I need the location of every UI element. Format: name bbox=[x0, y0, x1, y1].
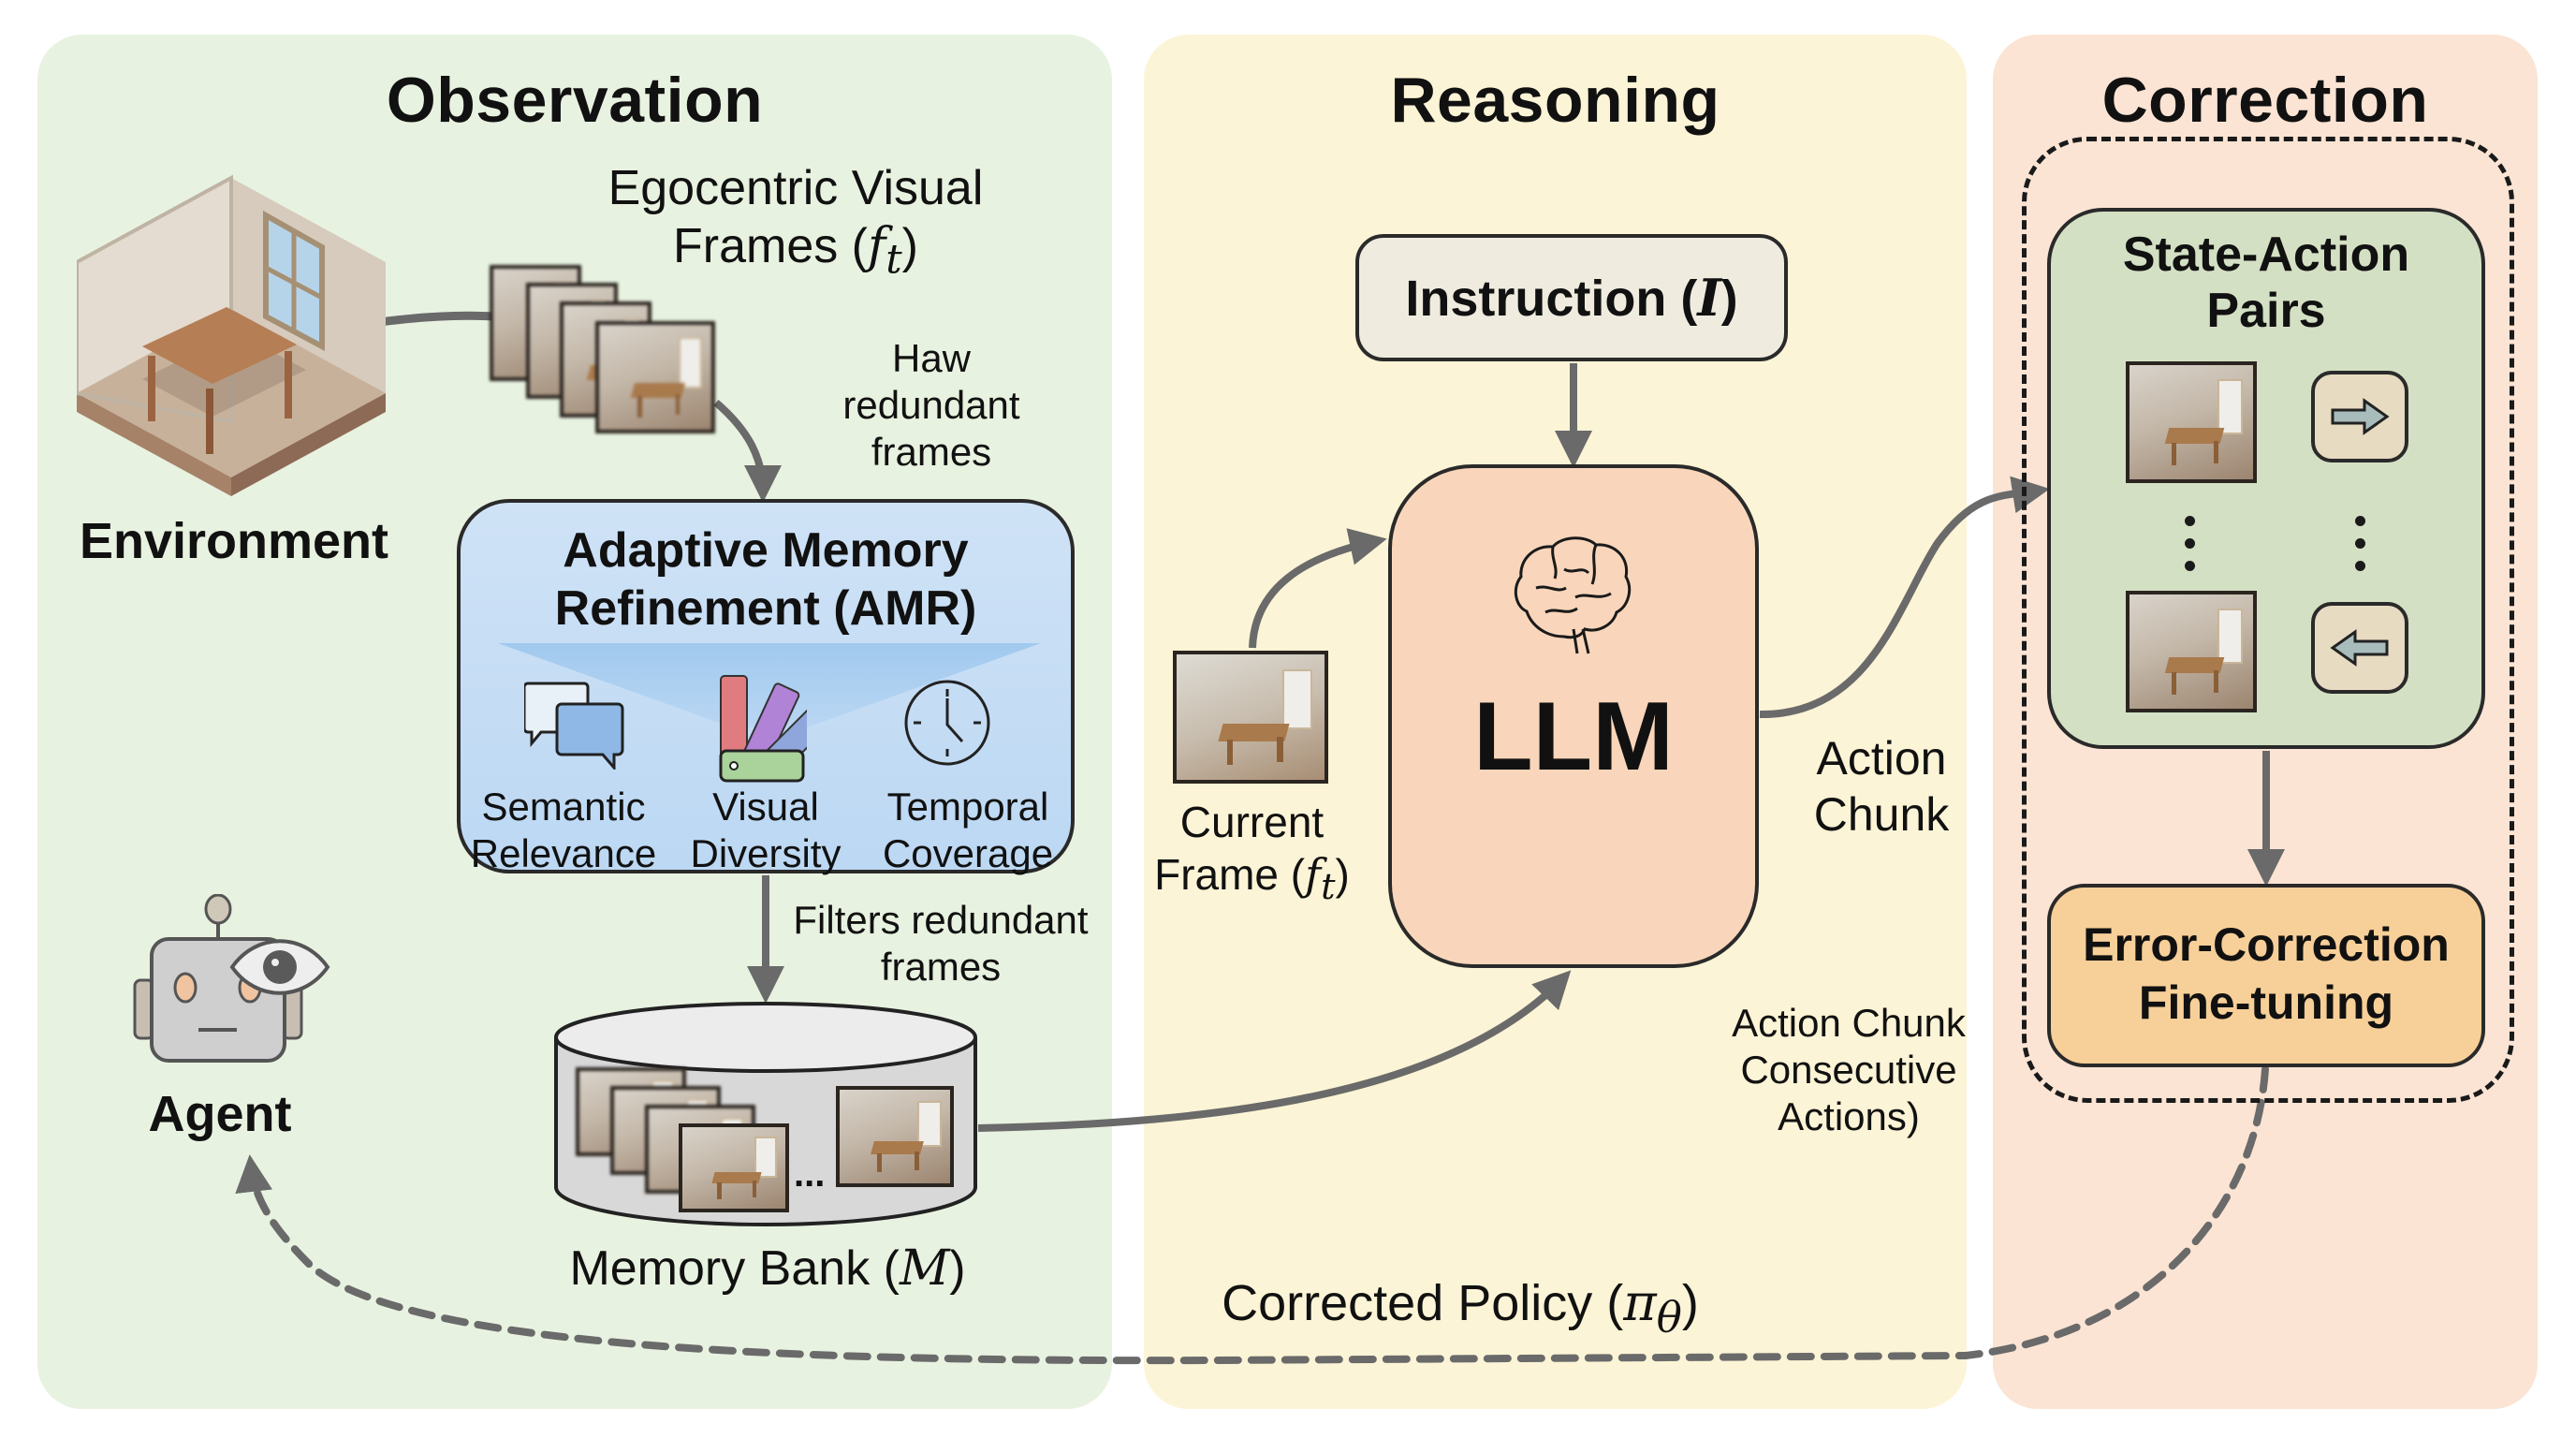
haw-redundant-note: Haw redundant frames bbox=[842, 336, 1020, 474]
current-frame-label: Current Frame (ft) bbox=[1154, 798, 1350, 909]
agent-label: Agent bbox=[148, 1086, 292, 1142]
llm-box: LLM bbox=[1388, 464, 1759, 968]
instruction-label: Instruction (I) bbox=[1405, 268, 1738, 328]
state-image bbox=[2126, 361, 2257, 483]
correction-loop-boundary bbox=[2022, 137, 2514, 1103]
env-to-frames-connector bbox=[372, 311, 497, 328]
memory-to-llm-arrow bbox=[977, 970, 1572, 1132]
llm-label: LLM bbox=[1473, 682, 1674, 791]
llm-to-state-action-arrow bbox=[1759, 476, 2050, 719]
reasoning-title: Reasoning bbox=[1390, 65, 1720, 136]
error-correction-finetuning-box: Error-Correction Fine-tuning bbox=[2047, 884, 2485, 1067]
correction-title: Correction bbox=[2101, 65, 2429, 136]
memory-frame bbox=[679, 1123, 789, 1212]
frames-label-line1: Egocentric Visual bbox=[607, 161, 984, 215]
brain-icon bbox=[1514, 536, 1632, 654]
current-frame-to-llm-arrow bbox=[1249, 528, 1387, 649]
color-swatch-icon bbox=[719, 675, 807, 783]
egocentric-frames-label: Egocentric Visual Frames (ft) bbox=[562, 159, 1030, 288]
environment-room-icon bbox=[77, 174, 386, 496]
frames-to-amr-arrow bbox=[713, 399, 782, 503]
chat-bubbles-icon bbox=[524, 682, 624, 770]
corrected-policy-label: Corrected Policy (πθ) bbox=[1222, 1273, 1699, 1342]
action-chunk-note: Action Chunk Consecutive Actions) bbox=[1732, 1001, 1966, 1138]
finetune-label: Error-Correction Fine-tuning bbox=[2083, 918, 2450, 1029]
amr-spotlight bbox=[498, 643, 1041, 727]
action-left-button bbox=[2311, 602, 2408, 694]
instruction-box: Instruction (I) bbox=[1355, 234, 1788, 361]
observation-title: Observation bbox=[386, 65, 764, 136]
ellipsis-actions bbox=[2355, 516, 2366, 583]
memory-frame bbox=[836, 1086, 954, 1187]
clock-icon bbox=[904, 680, 990, 766]
right-arrow-icon bbox=[2331, 398, 2390, 435]
memory-ellipsis: ... bbox=[794, 1153, 826, 1195]
memory-bank-label: Memory Bank (M) bbox=[569, 1240, 966, 1297]
frames-label-line2: Frames (ft) bbox=[673, 218, 918, 284]
state-action-pairs-box: State-Action Pairs bbox=[2047, 208, 2485, 749]
state-image bbox=[2126, 591, 2257, 712]
egocentric-frame bbox=[595, 321, 715, 433]
action-right-button bbox=[2311, 371, 2408, 462]
state-action-title: State-Action Pairs bbox=[2122, 227, 2410, 338]
amr-title: Adaptive Memory Refinement (AMR) bbox=[554, 523, 977, 636]
current-frame-image bbox=[1173, 651, 1328, 784]
action-chunk-label: Action Chunk bbox=[1813, 732, 1950, 841]
filters-redundant-note: Filters redundant frames bbox=[793, 898, 1089, 989]
corrected-policy-feedback-arrow bbox=[235, 1065, 2269, 1365]
ellipsis-states bbox=[2185, 516, 2196, 583]
eye-icon bbox=[229, 939, 330, 995]
left-arrow-icon bbox=[2330, 629, 2389, 667]
amr-module: Adaptive Memory Refinement (AMR) Semanti… bbox=[457, 499, 1075, 875]
environment-label: Environment bbox=[79, 513, 389, 569]
